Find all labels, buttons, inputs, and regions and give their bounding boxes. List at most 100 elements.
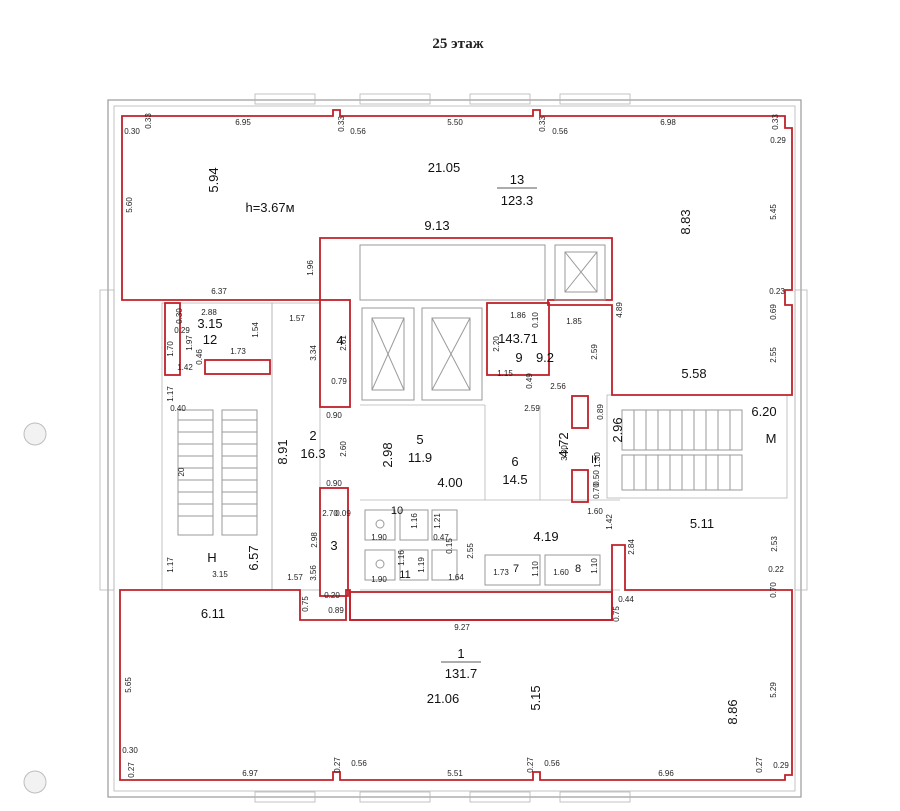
dimension-label: 1.15	[497, 369, 513, 378]
dimension-label: 0.46	[195, 349, 204, 365]
dimension-label: 1.85	[566, 317, 582, 326]
dimension-label: 0.23	[769, 287, 785, 296]
dimension-label: 3.34	[309, 345, 318, 361]
dimension-label: 1.17	[166, 386, 175, 402]
dimension-label: 0.29	[174, 326, 190, 335]
dimension-label: 8.86	[725, 699, 740, 724]
dimension-label: 0.33	[337, 116, 346, 132]
dimension-label: 0.70	[592, 483, 601, 499]
dimension-label: 6.96	[658, 769, 674, 778]
dimension-label: 2.61	[339, 335, 348, 351]
zone-3-outline	[319, 487, 349, 597]
dimension-label: 0.90	[326, 479, 342, 488]
dimension-label: 4.19	[533, 529, 558, 544]
room-2-area: 16.3	[300, 446, 325, 461]
dimension-label: 4.72	[556, 432, 571, 457]
dimension-label: 0.40	[170, 404, 186, 413]
dimension-label: 0.29	[773, 761, 789, 770]
dimension-label: 0.27	[755, 757, 764, 773]
dimension-label: 2.60	[339, 441, 348, 457]
ceiling-height: h=3.67м	[245, 200, 294, 215]
room-4-number: 4	[336, 333, 343, 348]
room-6-number: 6	[511, 454, 518, 469]
dimension-label: 6.98	[660, 118, 676, 127]
dimension-label: 1.60	[587, 507, 603, 516]
dimension-label: 0.30	[124, 127, 140, 136]
room-12-area: 3.15	[197, 316, 222, 331]
dimension-label: 1.60	[553, 568, 569, 577]
zone-12-vent	[204, 359, 271, 375]
dimension-label: 1.10	[531, 561, 540, 577]
dimension-label: 0.56	[351, 759, 367, 768]
dimension-label: 8.91	[275, 439, 290, 464]
stairwell-n	[177, 409, 258, 536]
dimension-label: 1.16	[410, 513, 419, 529]
dimension-label: 0.29	[770, 136, 786, 145]
dimension-label: 0.56	[350, 127, 366, 136]
room-2-number: 2	[309, 428, 316, 443]
dimension-label: 2.55	[769, 347, 778, 363]
dimension-label: 5.15	[528, 685, 543, 710]
room-11-number: 11	[399, 569, 410, 581]
dimension-label: 1.64	[448, 573, 464, 582]
dimension-label: 0.47	[433, 533, 449, 542]
dimension-label: 2.98	[310, 532, 319, 548]
dimension-label: 0.75	[612, 606, 621, 622]
dimension-label: 1.42	[177, 363, 193, 372]
zone-shaft-a	[571, 395, 589, 429]
stair-n-marker: Н	[207, 550, 216, 565]
dimension-label: 1.10	[590, 558, 599, 574]
punch-hole-icon	[23, 422, 47, 446]
dimension-label: 1.86	[510, 311, 526, 320]
room-13-area: 123.3	[501, 193, 534, 208]
dimension-label: 2.53	[770, 536, 779, 552]
dimension-label: 2.56	[550, 382, 566, 391]
dimension-label: 2.84	[627, 539, 636, 555]
dimension-label: 2.59	[590, 344, 599, 360]
dimension-label: 2.55	[466, 543, 475, 559]
room-1-number: 1	[457, 646, 464, 661]
rental-zones	[119, 109, 793, 781]
dimension-label: 5.65	[124, 677, 133, 693]
dimension-label: 5.58	[681, 366, 706, 381]
punch-hole-icon	[23, 770, 47, 794]
dimension-label: 6.97	[242, 769, 258, 778]
room-7-number: 7	[513, 563, 519, 575]
dimension-label: 0.09	[335, 509, 351, 518]
dimension-label: 1.54	[251, 322, 260, 338]
dimension-label: 0.30	[175, 308, 184, 324]
dimension-label: 0.89	[328, 606, 344, 615]
dimension-label: 0.33	[538, 116, 547, 132]
dimension-label: 0.75	[301, 596, 310, 612]
dimension-label: 1.70	[166, 341, 175, 357]
dimension-label: 0.20	[324, 591, 340, 600]
dimension-label: 1.73	[493, 568, 509, 577]
dimension-label: 0.33	[771, 114, 780, 130]
room-5-number: 5	[416, 432, 423, 447]
large-dimensions: 21.05 5.94 9.13 8.83 143.71 5.58 6.20 2.…	[201, 160, 777, 725]
dimension-label: 1.17	[166, 557, 175, 573]
dimension-label: 1.96	[306, 260, 315, 276]
zone-13-outline	[121, 109, 793, 396]
dimension-label: 21.06	[427, 691, 460, 706]
dimension-label: 0.27	[333, 757, 342, 773]
dimension-label: 1.16	[397, 550, 406, 566]
dimension-label: 9.13	[424, 218, 449, 233]
dimension-label: 5.50	[447, 118, 463, 127]
dimension-label: 0.69	[769, 304, 778, 320]
dimension-label: 2.20	[492, 336, 501, 352]
dimension-label: 6.57	[246, 545, 261, 570]
dimension-label: 5.45	[769, 204, 778, 220]
zone-11-outline	[349, 591, 613, 621]
stairwell-m	[621, 409, 743, 491]
dimension-label: 4.89	[615, 302, 624, 318]
dimension-label: 2.96	[610, 417, 625, 442]
dimension-label: 0.79	[331, 377, 347, 386]
zone-1-outline	[119, 544, 793, 781]
dimension-label: 6.20	[751, 404, 776, 419]
room-8-number: 8	[575, 563, 581, 575]
room-9-area: 9.2	[536, 350, 554, 365]
dimension-label: 2.59	[524, 404, 540, 413]
dimension-label: 1.97	[185, 335, 194, 351]
dimension-label: 20	[177, 467, 186, 476]
